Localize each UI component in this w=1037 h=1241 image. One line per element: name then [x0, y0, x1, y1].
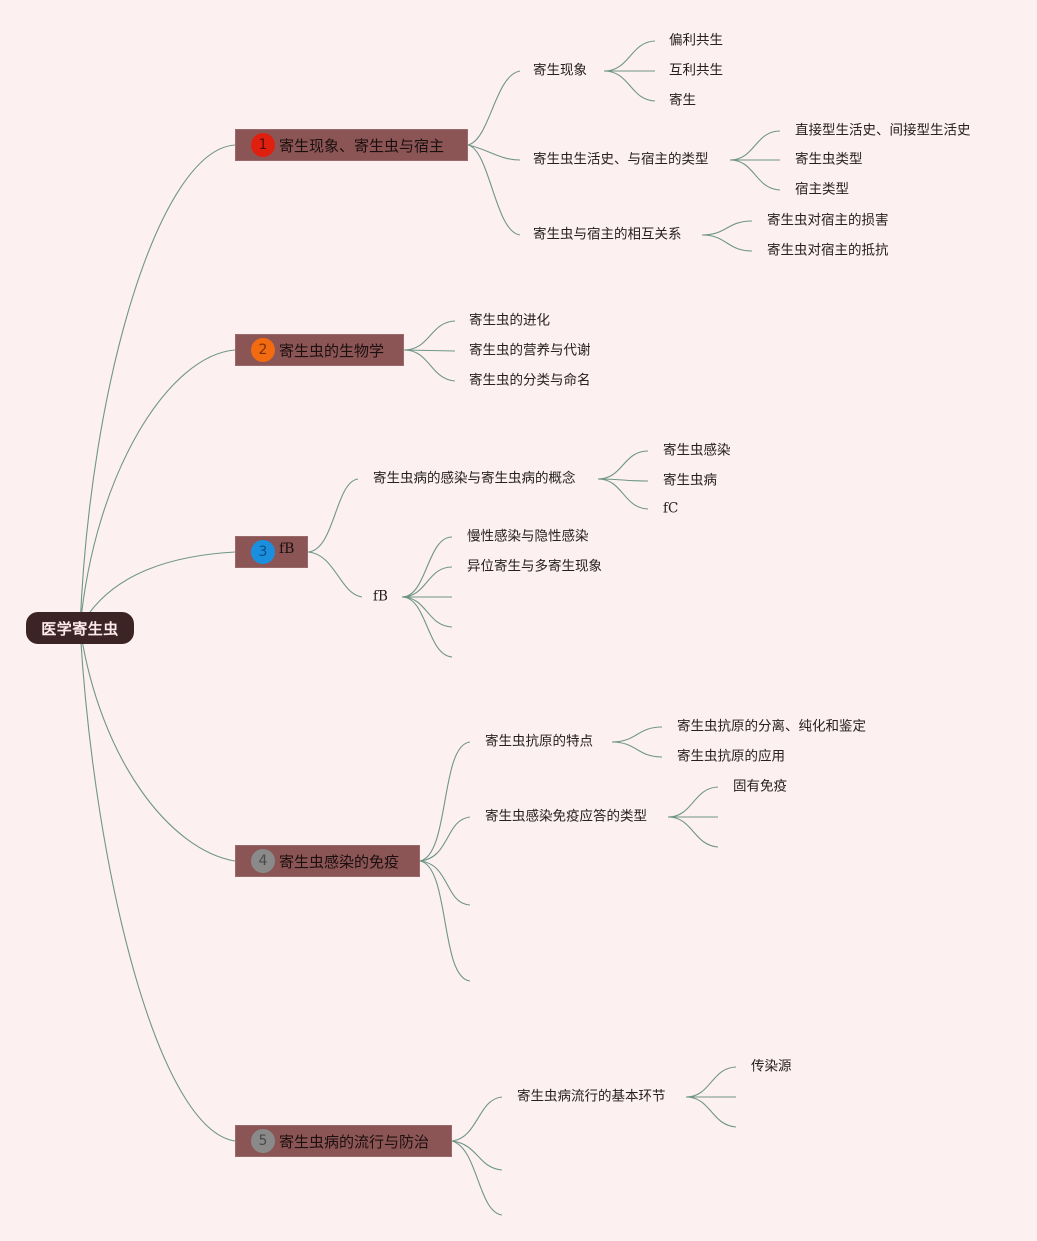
subtopic-node[interactable]: 寄生虫的分类与命名	[469, 372, 591, 389]
link-t3a-3	[597, 478, 649, 510]
subtopic-node[interactable]: 宿主类型	[795, 181, 849, 198]
link-t4-a	[419, 741, 471, 862]
root-topic[interactable]: 医学寄生虫	[26, 612, 134, 644]
subtopic-node[interactable]: 寄生虫病的感染与寄生虫病的概念	[373, 470, 576, 487]
link-root-topic-5	[79, 627, 236, 1142]
subtopic-node[interactable]: 寄生虫对宿主的损害	[767, 212, 889, 229]
link-root-topic-3	[79, 551, 236, 629]
number-badge-icon: 4	[251, 849, 275, 873]
root-topic-label: 医学寄生虫	[41, 619, 119, 638]
link-root-topic-4	[79, 627, 236, 862]
subtopic-node[interactable]: 偏利共生	[669, 32, 723, 49]
topic-1[interactable]: 1 寄生现象、寄生虫与宿主	[235, 129, 468, 161]
subtopic-node[interactable]: fC	[663, 500, 679, 517]
subtopic-node[interactable]: 寄生虫抗原的特点	[485, 733, 593, 750]
number-badge-icon: 3	[251, 540, 275, 564]
number-badge-icon: 5	[251, 1129, 275, 1153]
link-t1c-1	[701, 220, 753, 236]
link-t1-a	[467, 70, 521, 146]
link-t1b-3	[729, 159, 781, 191]
subtopic-node[interactable]: 固有免疫	[733, 778, 787, 795]
subtopic-node[interactable]: 寄生虫生活史、与宿主的类型	[533, 151, 709, 168]
subtopic-node[interactable]: 寄生虫感染	[663, 442, 731, 459]
link-root-topic-2	[79, 349, 236, 629]
link-t3b-5	[401, 596, 453, 658]
link-t3b-1	[401, 536, 453, 598]
link-t4a-1	[611, 726, 663, 743]
link-t5a-1	[685, 1066, 737, 1098]
topic-4[interactable]: 4 寄生虫感染的免疫	[235, 845, 420, 877]
topic-4-label: 寄生虫感染的免疫	[279, 852, 400, 871]
link-t3-a	[307, 478, 359, 553]
link-t3-b	[307, 551, 363, 598]
link-t5-b	[451, 1140, 503, 1171]
link-t1-c	[467, 144, 521, 236]
subtopic-node[interactable]: 寄生虫抗原的应用	[677, 748, 785, 765]
subtopic-node[interactable]: 慢性感染与隐性感染	[467, 528, 589, 545]
subtopic-node[interactable]: 互利共生	[669, 62, 723, 79]
subtopic-node[interactable]: 寄生虫的进化	[469, 312, 550, 329]
link-t4-d	[419, 860, 471, 982]
link-t5-c	[451, 1140, 503, 1216]
number-badge-icon: 1	[251, 133, 275, 157]
link-t2-3	[403, 349, 456, 382]
subtopic-node[interactable]: 寄生虫抗原的分离、纯化和鉴定	[677, 718, 866, 735]
link-t1a-1	[603, 40, 656, 72]
link-t5a-3	[685, 1096, 737, 1128]
link-t4-b	[419, 816, 471, 862]
subtopic-node[interactable]: 传染源	[751, 1058, 792, 1075]
topic-2[interactable]: 2 寄生虫的生物学	[235, 334, 404, 366]
link-t4a-2	[611, 741, 663, 758]
subtopic-node[interactable]: 寄生虫病流行的基本环节	[517, 1088, 666, 1105]
link-t1-b	[467, 144, 521, 161]
topic-3-label: fB	[279, 541, 295, 557]
link-t3b-2	[401, 566, 453, 598]
topic-1-label: 寄生现象、寄生虫与宿主	[279, 136, 445, 155]
link-t4b-1	[667, 786, 719, 818]
subtopic-node[interactable]: 异位寄生与多寄生现象	[467, 558, 602, 575]
subtopic-node[interactable]: 寄生虫病	[663, 472, 717, 489]
link-t2-1	[403, 320, 456, 351]
link-t1a-3	[603, 70, 656, 102]
number-badge-icon: 2	[251, 338, 275, 362]
topic-2-label: 寄生虫的生物学	[279, 341, 385, 360]
topic-5-label: 寄生虫病的流行与防治	[279, 1132, 430, 1151]
subtopic-node[interactable]: 直接型生活史、间接型生活史	[795, 122, 971, 139]
subtopic-node[interactable]: 寄生虫的营养与代谢	[469, 342, 591, 359]
link-t1c-2	[701, 234, 753, 252]
link-t1b-1	[729, 130, 781, 161]
subtopic-node[interactable]: 寄生现象	[533, 62, 587, 79]
link-t3b-4	[401, 596, 453, 628]
link-root-topic-1	[79, 144, 236, 629]
subtopic-node[interactable]: 寄生虫对宿主的抵抗	[767, 242, 889, 259]
link-t4b-3	[667, 816, 719, 848]
topic-5[interactable]: 5 寄生虫病的流行与防治	[235, 1125, 452, 1157]
subtopic-node[interactable]: 寄生虫类型	[795, 151, 863, 168]
link-t2-2	[403, 349, 456, 352]
subtopic-node[interactable]: 寄生	[669, 92, 696, 109]
topic-3[interactable]: 3 fB	[235, 536, 308, 568]
subtopic-node[interactable]: 寄生虫感染免疫应答的类型	[485, 808, 647, 825]
link-t5-a	[451, 1096, 503, 1142]
link-t3a-1	[597, 450, 649, 480]
subtopic-node[interactable]: fB	[373, 588, 388, 605]
subtopic-node[interactable]: 寄生虫与宿主的相互关系	[533, 226, 682, 243]
link-t4-c	[419, 860, 471, 906]
